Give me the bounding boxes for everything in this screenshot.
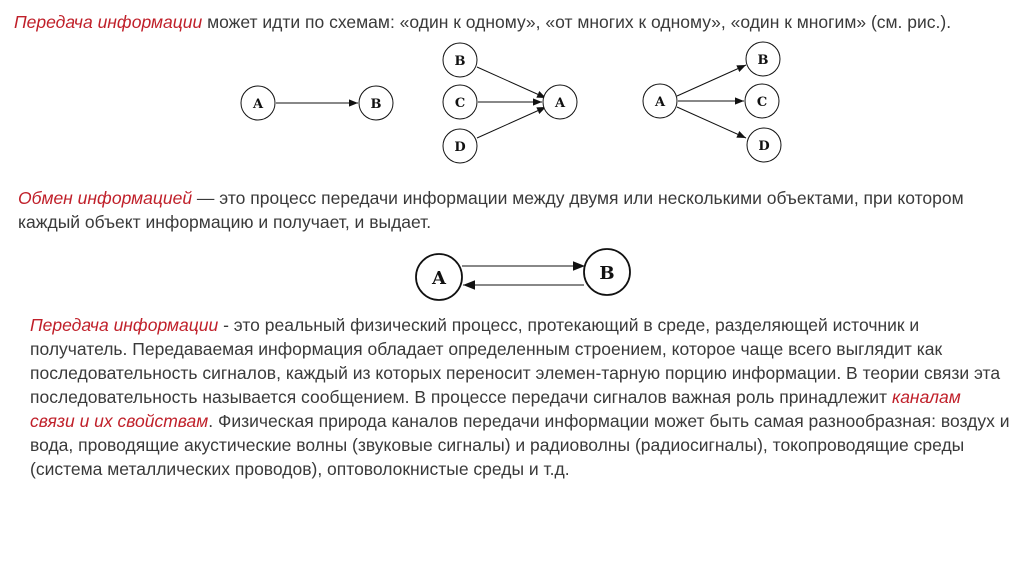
edge-a-b [676, 64, 747, 97]
node-d: D [746, 127, 782, 163]
node-a: A [240, 85, 276, 121]
transfer-highlight: каналам связи и их свойствам [30, 387, 961, 431]
exchange-diagram: A B [415, 248, 631, 301]
scheme-many-to-one: B C D A [442, 42, 578, 164]
node-a: A [542, 84, 578, 120]
scheme-one-to-many: A B C D [642, 41, 782, 163]
exchange-text: — это процесс передачи информации между … [18, 188, 964, 232]
transfer-text-b: . Физическая природа каналов передачи ин… [30, 411, 1010, 479]
intro-term: Передача информации [14, 12, 203, 32]
svg-text:A: A [431, 268, 447, 289]
exchange-term: Обмен информацией [18, 188, 193, 208]
node-b: B [358, 85, 394, 121]
edge-b-a [476, 66, 547, 99]
node-c: C [744, 83, 780, 119]
node-a: A [415, 253, 463, 301]
node-b: B [745, 41, 781, 77]
scheme-one-to-one: A B [240, 85, 394, 121]
svg-text:C: C [455, 96, 465, 111]
svg-text:A: A [654, 95, 666, 110]
svg-text:B: B [599, 263, 614, 284]
edge-d-a [476, 106, 547, 139]
intro-text: может идти по схемам: «один к одному», «… [202, 12, 952, 32]
node-a: A [642, 83, 678, 119]
transfer-paragraph: Передача информации - это реальный физич… [30, 313, 1010, 481]
svg-text:D: D [758, 139, 769, 154]
svg-text:B: B [371, 97, 382, 112]
svg-text:C: C [757, 95, 767, 110]
node-c: C [442, 84, 478, 120]
exchange-paragraph: Обмен информацией — это процесс передачи… [18, 186, 1008, 234]
node-b: B [583, 248, 631, 296]
svg-text:B: B [758, 53, 769, 68]
svg-text:A: A [252, 97, 264, 112]
node-d: D [442, 128, 478, 164]
transfer-term: Передача информации [30, 315, 219, 335]
transfer-text-a: - это реальный физический процесс, проте… [30, 315, 1001, 407]
edge-a-d [676, 106, 747, 139]
node-b: B [442, 42, 478, 78]
intro-paragraph: Передача информации может идти по схемам… [14, 10, 1004, 34]
svg-text:A: A [554, 96, 566, 111]
svg-text:D: D [454, 140, 465, 155]
svg-text:B: B [455, 54, 466, 69]
